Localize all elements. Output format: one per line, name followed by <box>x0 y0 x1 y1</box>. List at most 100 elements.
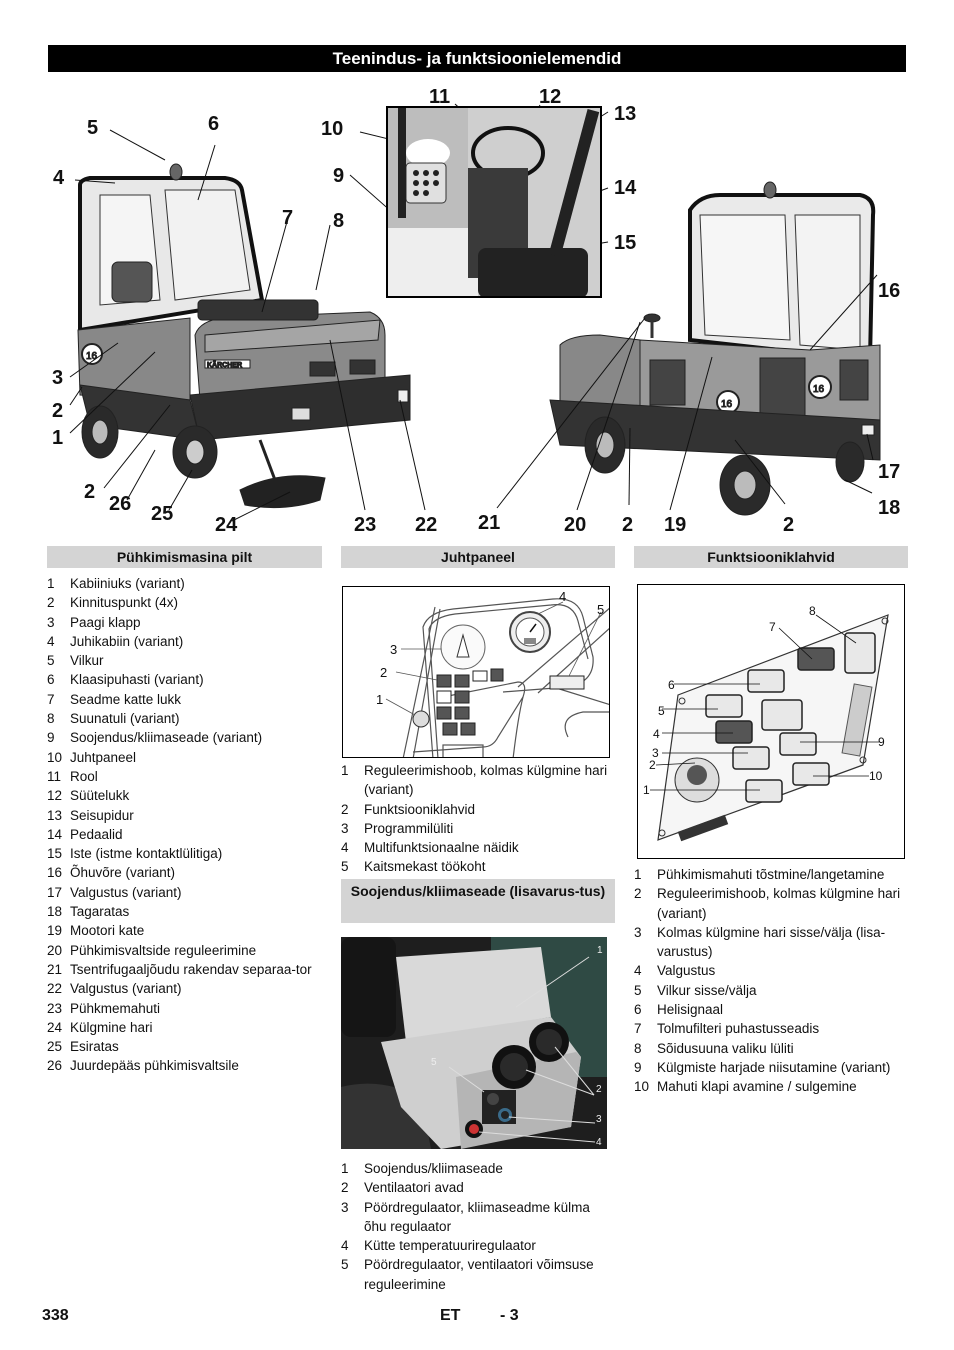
item-text: Reguleerimishoob, kolmas külgmine hari (… <box>364 763 608 798</box>
callout-number: 5 <box>87 117 99 139</box>
item-text: Ventilaatori avad <box>364 1180 464 1196</box>
item-number: 3 <box>341 820 349 836</box>
item-number: 9 <box>47 730 55 746</box>
item-number: 16 <box>47 865 63 881</box>
language-code: ET <box>440 1307 461 1324</box>
page-number: 338 <box>42 1307 69 1324</box>
svg-text:1: 1 <box>597 945 603 956</box>
item-number: 3 <box>341 1199 349 1215</box>
callout-number: 12 <box>539 86 562 108</box>
control-panel-figure: 3 2 1 4 5 <box>342 586 610 758</box>
item-text: Mahuti klapi avamine / sulgemine <box>657 1079 857 1095</box>
callout-number: 11 <box>429 86 451 108</box>
callout-number: 2 <box>84 481 96 503</box>
callout-number: 1 <box>52 427 64 449</box>
item-number: 2 <box>634 886 642 902</box>
svg-text:4: 4 <box>653 727 660 741</box>
callout-number: 13 <box>614 103 637 125</box>
item-text: Seisupidur <box>70 807 134 823</box>
item-text: Tolmufilteri puhastusseadis <box>657 1021 820 1037</box>
item-number: 3 <box>47 614 55 630</box>
callout-number: 20 <box>564 514 587 536</box>
section-heading-heating: Soojendus/kliimaseade (lisavarus-tus) <box>341 879 615 923</box>
item-number: 18 <box>47 904 63 920</box>
svg-text:16: 16 <box>721 399 733 410</box>
item-text: Kabiiniuks (variant) <box>70 576 185 591</box>
function-keys-figure: 1 2 3 4 5 6 7 8 9 10 <box>637 584 905 859</box>
heating-unit-photo: 1 2 3 4 5 <box>341 937 607 1149</box>
callout-number: 10 <box>321 118 344 140</box>
item-number: 23 <box>47 1000 63 1016</box>
section-page-number: - 3 <box>500 1307 519 1324</box>
item-number: 2 <box>341 1180 349 1196</box>
item-text: Vilkur <box>70 653 104 669</box>
item-text: Pühkmemahuti <box>70 1000 161 1016</box>
svg-text:7: 7 <box>769 620 776 634</box>
item-text: Süütelukk <box>70 788 130 804</box>
section-heading-control-panel: Juhtpaneel <box>341 546 615 568</box>
item-text: Tsentrifugaaljõudu rakendav separaa-tor <box>70 961 312 977</box>
item-number: 7 <box>47 691 55 707</box>
callout-number: 24 <box>215 514 238 536</box>
svg-text:3: 3 <box>596 1114 602 1125</box>
svg-text:2: 2 <box>596 1084 602 1095</box>
item-number: 4 <box>341 1238 349 1254</box>
list-item: 12 Süütelukk <box>47 786 322 805</box>
item-text: Iste (istme kontaktlülitiga) <box>70 846 223 862</box>
callout-number: 2 <box>622 514 634 536</box>
list-item: 7 Seadme katte lukk <box>47 690 322 709</box>
item-number: 14 <box>47 826 63 842</box>
item-number: 2 <box>341 801 349 817</box>
item-number: 11 <box>47 768 62 784</box>
item-number: 6 <box>634 1002 642 1018</box>
svg-text:5: 5 <box>431 1057 437 1068</box>
item-number: 1 <box>341 1161 349 1176</box>
cab-interior-inset <box>386 106 602 298</box>
cab-interior-drawing <box>388 108 600 296</box>
item-number: 7 <box>634 1021 642 1037</box>
svg-text:KÄRCHER: KÄRCHER <box>207 361 242 369</box>
item-number: 12 <box>47 788 63 804</box>
callout-number: 2 <box>783 514 795 536</box>
item-text: Pöördregulaator, kliimaseadme külma õhu … <box>364 1199 590 1234</box>
item-number: 1 <box>47 576 55 591</box>
function-keys-drawing: 1 2 3 4 5 6 7 8 9 10 <box>643 604 889 842</box>
control-panel-drawing: 3 2 1 4 5 <box>376 589 609 757</box>
item-number: 5 <box>634 982 642 998</box>
item-number: 25 <box>47 1039 63 1055</box>
item-number: 5 <box>341 1257 349 1273</box>
item-text: Klaasipuhasti (variant) <box>70 672 204 688</box>
item-number: 17 <box>47 884 63 900</box>
item-number: 9 <box>634 1059 642 1075</box>
svg-text:5: 5 <box>597 602 604 617</box>
item-text: Seadme katte lukk <box>70 691 182 707</box>
item-text: Külgmine hari <box>70 1019 153 1035</box>
callout-number: 22 <box>415 514 438 536</box>
